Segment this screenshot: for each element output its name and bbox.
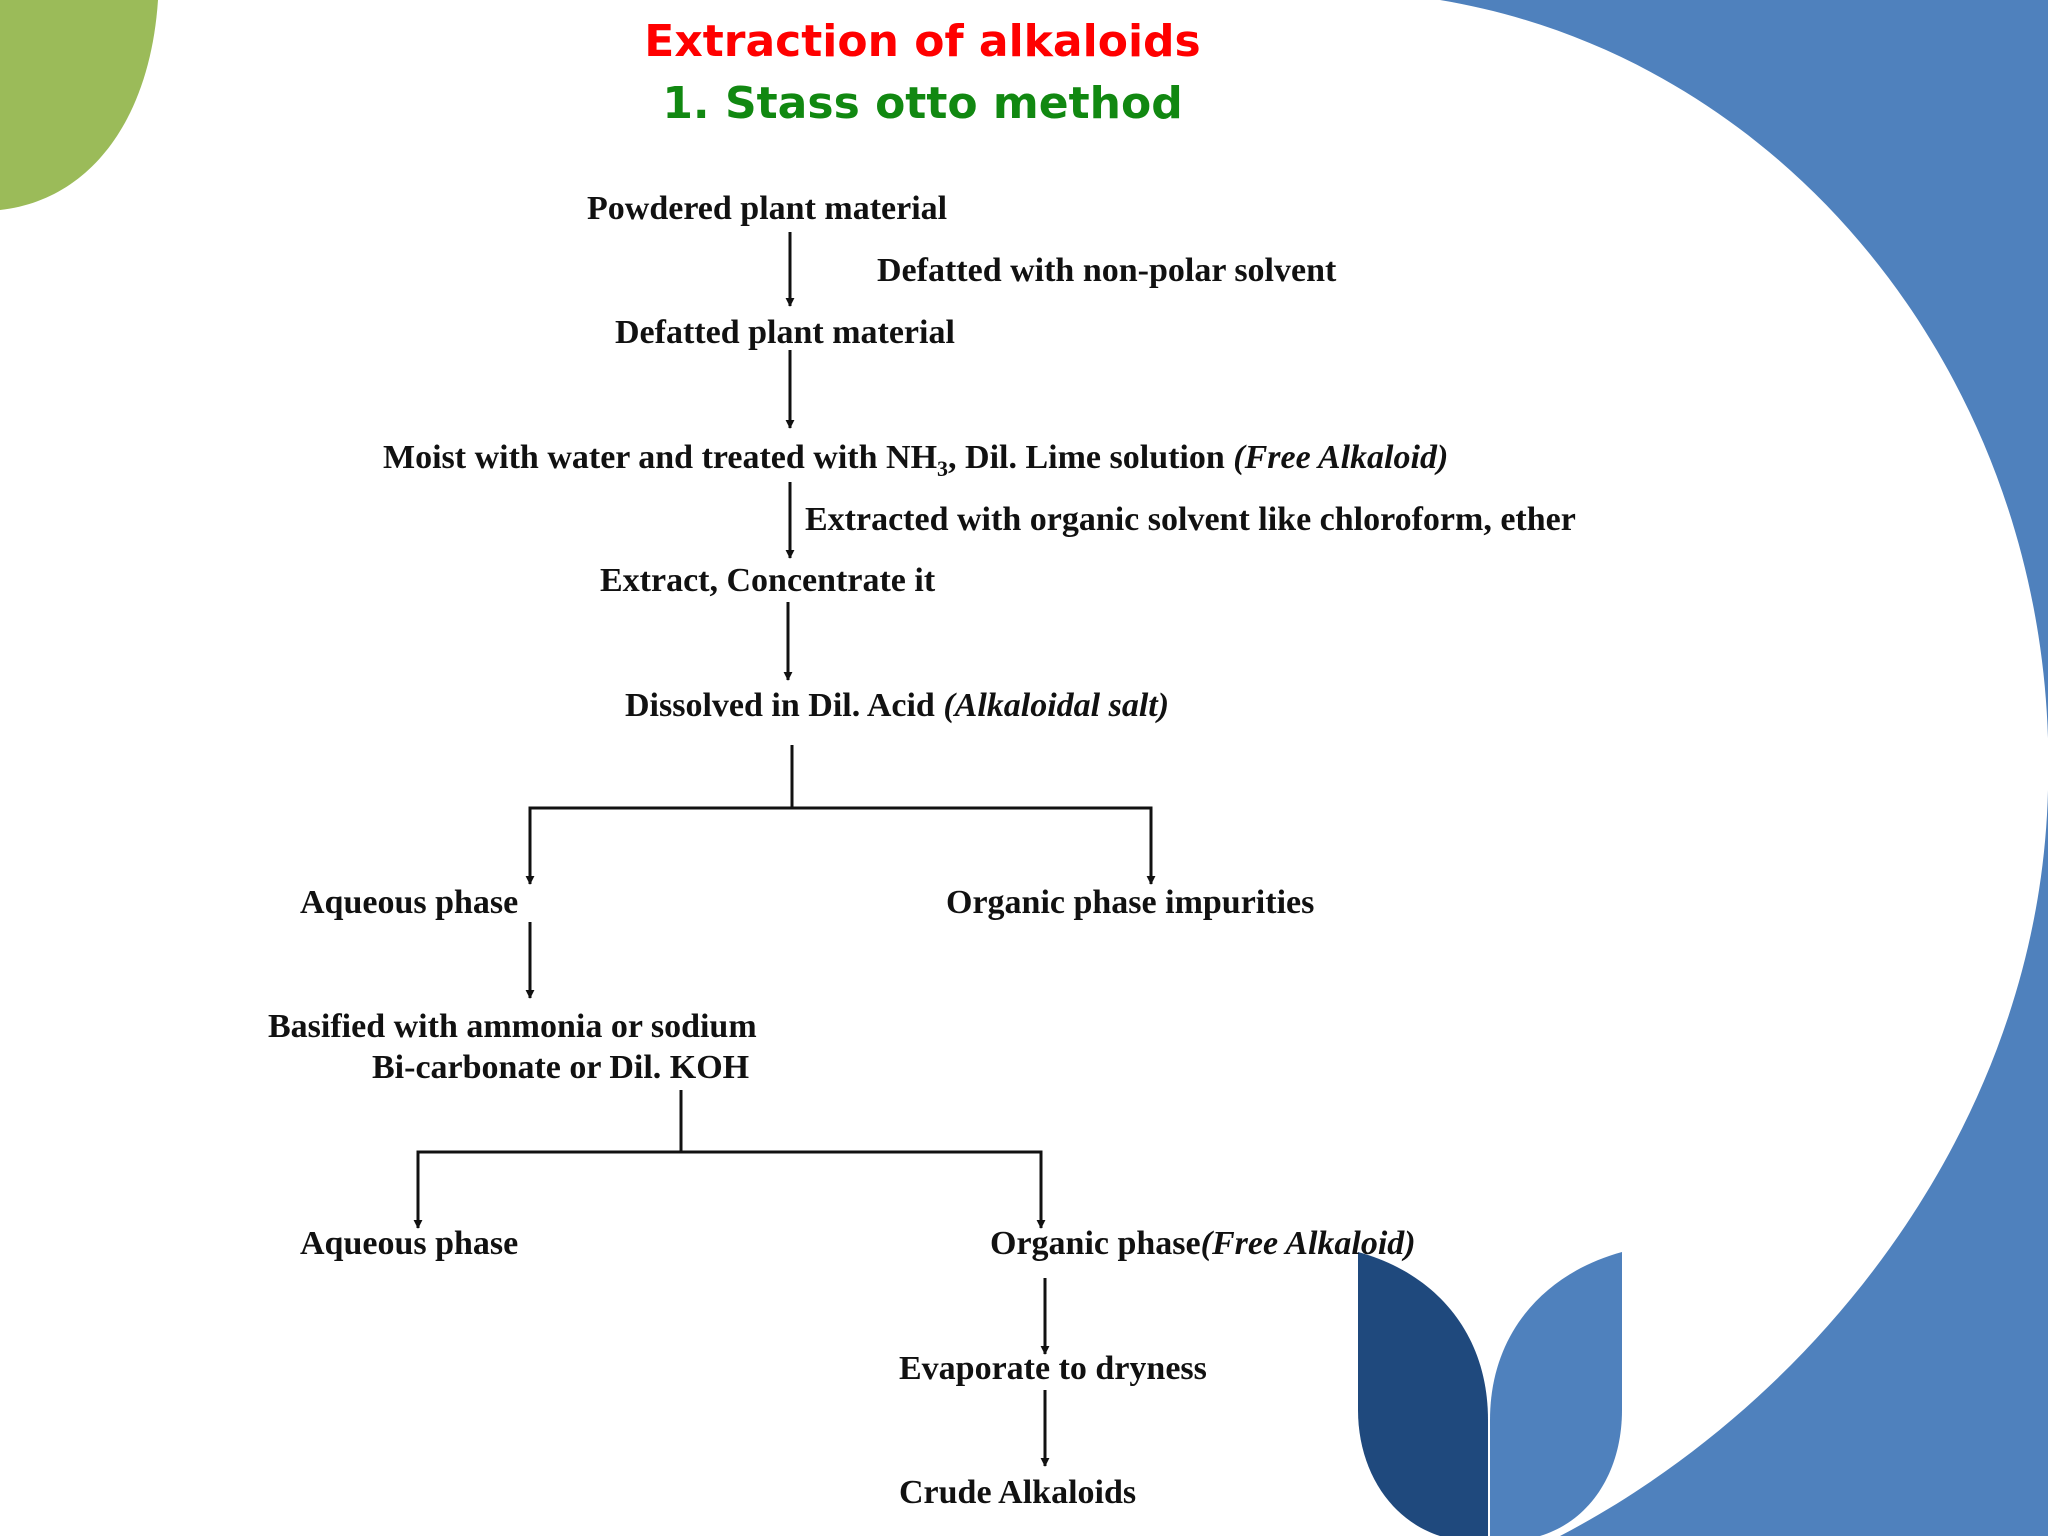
node-aqueous-phase-1: Aqueous phase: [300, 884, 519, 921]
dark-blue-petal: [1358, 1252, 1488, 1536]
node-moist-treated: Moist with water and treated with NH3, D…: [383, 437, 1448, 490]
slide-title: Extraction of alkaloids: [644, 16, 1201, 67]
moist-text-b: , Dil. Lime solution: [948, 439, 1234, 476]
node-basified-line-2: Bi-carbonate or Dil. KOH: [372, 1049, 750, 1086]
organic-free-note: (Free Alkaloid): [1200, 1225, 1416, 1262]
method-subtitle: 1. Stass otto method: [662, 78, 1183, 129]
light-blue-petal: [1490, 1252, 1622, 1536]
green-leaf-corner: [0, 0, 158, 210]
connector-split-2: [413, 1090, 683, 1229]
organic-free-text: Organic phase: [990, 1225, 1201, 1262]
node-evaporate-to-dryness: Evaporate to dryness: [899, 1350, 1207, 1387]
node-powdered-plant-material: Powdered plant material: [587, 190, 948, 227]
dissolved-note: (Alkaloidal salt): [943, 687, 1170, 724]
node-defatted-plant-material: Defatted plant material: [615, 314, 955, 351]
label-defatted-with-solvent: Defatted with non-polar solvent: [877, 252, 1337, 289]
moist-note: (Free Alkaloid): [1233, 439, 1449, 476]
node-crude-alkaloids: Crude Alkaloids: [899, 1474, 1137, 1511]
moist-text-a: Moist with water and treated with NH: [383, 439, 938, 476]
node-organic-phase-free-alkaloid: Organic phase(Free Alkaloid): [990, 1223, 1416, 1265]
connector-split-2-right: [681, 1150, 1046, 1229]
node-extract-concentrate: Extract, Concentrate it: [600, 562, 936, 599]
connector-split-1-right: [792, 806, 1156, 885]
blue-arc-shape: [1440, 0, 2048, 1536]
label-extracted-with-solvent: Extracted with organic solvent like chlo…: [805, 501, 1576, 538]
connector-split-1: [525, 745, 794, 885]
node-dissolved-dil-acid: Dissolved in Dil. Acid (Alkaloidal salt): [625, 685, 1169, 727]
node-organic-phase-impurities: Organic phase impurities: [946, 884, 1315, 921]
dissolved-text: Dissolved in Dil. Acid: [625, 687, 944, 724]
node-aqueous-phase-2: Aqueous phase: [300, 1225, 519, 1262]
moist-subscript: 3: [937, 455, 949, 481]
node-basified-line-1: Basified with ammonia or sodium: [268, 1008, 757, 1045]
